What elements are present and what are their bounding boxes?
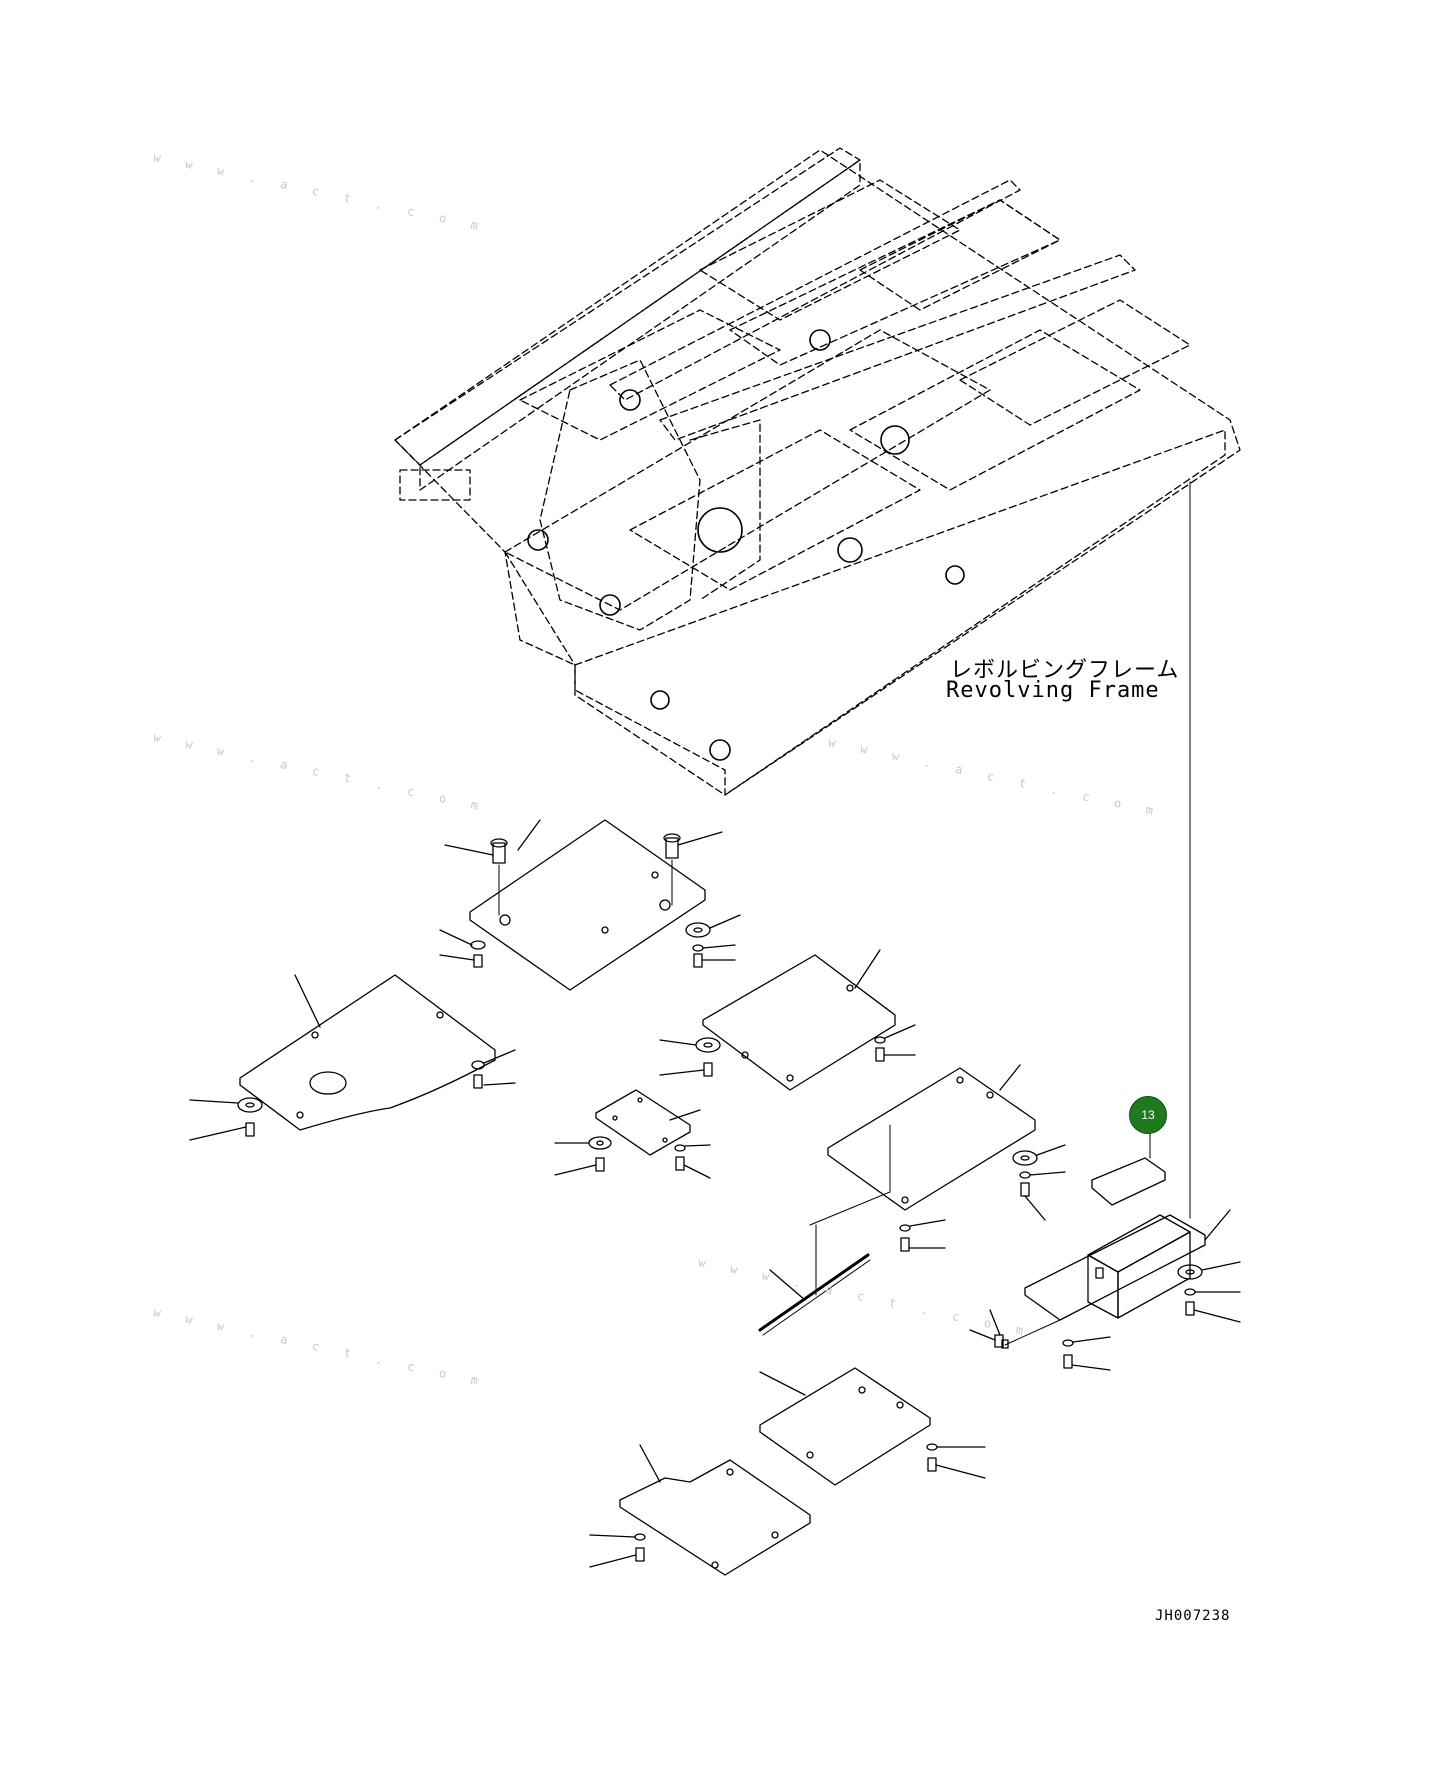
revolving-frame-drawing	[394, 147, 1241, 796]
cover-plate-d	[595, 1089, 701, 1156]
part-callout-13[interactable]: 13	[1129, 1096, 1167, 1134]
cover-plate-f	[759, 1367, 931, 1486]
cover-plate-g	[619, 1444, 811, 1576]
box-assembly	[1004, 1209, 1231, 1346]
cover-plate-c	[702, 949, 896, 1091]
long-rod-part	[758, 1224, 871, 1336]
frame-label-japanese: レボルビングフレーム	[950, 658, 1180, 683]
cover-plate-a	[469, 819, 706, 991]
frame-holes	[527, 329, 965, 761]
frame-label-english: Revolving Frame	[946, 678, 1160, 703]
fasteners	[189, 914, 1241, 1568]
plate-13-part	[1091, 1129, 1166, 1206]
dowel-pin-right	[663, 831, 723, 906]
cover-plate-b	[239, 974, 496, 1131]
cover-plate-e	[809, 1064, 1036, 1226]
drawing-id: JH007238	[1155, 1608, 1231, 1624]
dowel-pin-left	[444, 838, 508, 916]
